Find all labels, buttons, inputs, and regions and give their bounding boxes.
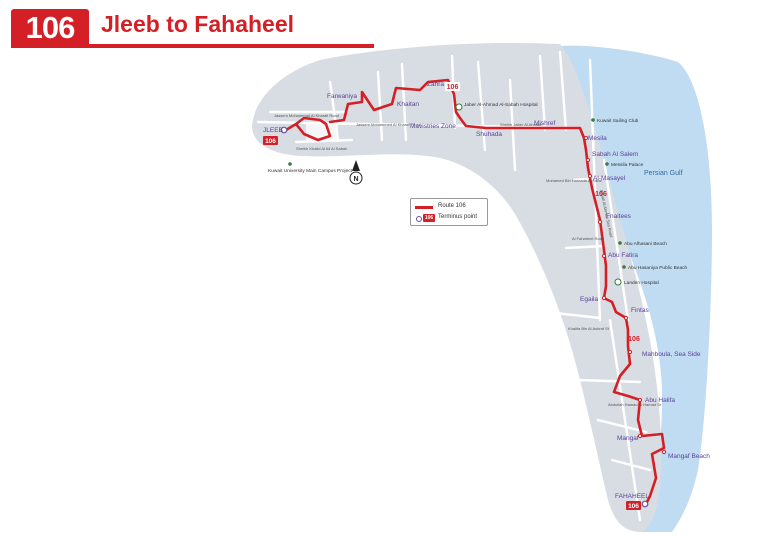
route-number-badge: 106 <box>11 9 89 47</box>
landmark-markers <box>288 103 626 286</box>
landmark-landen-hospital: Landen Hospital <box>624 280 659 286</box>
stop-fnaitees: Fnaitees <box>606 213 632 220</box>
stop-labels: Farwaniya Zahra Khaitan Mavistries Zone … <box>327 81 710 460</box>
road-label-1: Jassem Mohammad Al Kharafi Road <box>274 113 339 118</box>
legend-terminus-label: Terminus point <box>438 214 478 220</box>
route-title: Jleeb to Fahaheel <box>101 11 295 37</box>
landmark-jaber-hospital: Jaber Al-Ahmad Al-Sabah Hospital <box>464 102 538 108</box>
road-label-2: Jassem Mohammed Al Kharafi Road <box>356 122 421 127</box>
route-106-line[interactable] <box>284 78 666 506</box>
north-arrow-icon <box>352 160 360 171</box>
sailing-club-icon <box>591 118 595 122</box>
road-label-3: Sheikh Khalid Al Ali Al Sabah <box>296 146 347 151</box>
stop-mesila: Mesila <box>588 135 607 142</box>
stop-abu-halifa: Abu Halifa <box>645 397 675 404</box>
stop-mavistries-zone: Mavistries Zone <box>410 123 456 130</box>
landmark-labels: Jaber Al-Ahmad Al-Sabah Hospital Kuwait … <box>268 102 688 286</box>
road-label-7: Al Fahaheel Road <box>572 236 604 241</box>
stop-markers <box>583 135 667 455</box>
sea-area <box>560 45 712 532</box>
landmark-kuwait-university: Kuwait University Main Campus Project <box>268 168 353 174</box>
landen-hospital-icon <box>614 278 622 286</box>
terminus-badge-fahaheel <box>626 501 641 510</box>
map-legend: Route 106 106 Terminus point <box>410 198 488 226</box>
stop-shuhada: Shuhada <box>476 131 502 138</box>
terminus-badge-fahaheel-text: 106 <box>628 503 639 510</box>
route-badge-1: 106 <box>445 82 460 91</box>
stop-zahra: Zahra <box>427 81 444 88</box>
landmark-abu-alhasani-beach: Abu Alhasani Beach <box>624 241 667 247</box>
legend-terminus-badge: 106 <box>423 214 435 222</box>
road-label-9: Khalifa Bin Al Ashraf St <box>568 326 610 331</box>
stop-mangaf-beach: Mangaf Beach <box>668 453 710 460</box>
legend-terminus-dot <box>416 216 422 222</box>
hospital-icon <box>455 103 463 111</box>
landmark-sailing-club: Kuwait Sailing Club <box>597 118 639 124</box>
terminus-label-jleeb: JLEEB <box>263 127 283 134</box>
legend-route-label: Route 106 <box>438 203 466 209</box>
terminus-dot-fahaheel[interactable] <box>641 500 649 508</box>
stop-egaila: Egaila <box>580 296 598 303</box>
header: 106 Jleeb to Fahaheel <box>0 0 781 60</box>
route-badge-3: 106 <box>628 336 640 343</box>
stop-abu-fatira: Abu Fatira <box>608 252 638 259</box>
terminus-badge-jleeb <box>263 136 278 145</box>
stop-mishref: Mishref <box>534 120 556 127</box>
route-badge-2-text: 106 <box>595 191 607 198</box>
sea-label: Persian Gulf <box>644 170 683 177</box>
beach-icon <box>618 241 622 245</box>
stop-mangaf: Mangaf <box>617 435 639 442</box>
road-label-8: Abdullah Hamad Al Hamad St <box>608 402 662 407</box>
road-label-5: Mohamed Bin Hamada Al Kabir <box>546 178 602 183</box>
compass-label: N <box>353 176 358 183</box>
stop-farwaniya: Farwaniya <box>327 93 357 100</box>
public-beach-icon <box>622 265 626 269</box>
university-icon <box>288 162 292 166</box>
stop-fintas: Fintas <box>631 307 649 314</box>
terminus-dot-jleeb[interactable] <box>280 126 288 134</box>
route-badge-3-text: 106 <box>628 336 640 343</box>
road-label-4: Sheikh Jaber Al Ahmad <box>500 122 541 127</box>
land-area <box>252 42 662 533</box>
route-badge-1-text: 106 <box>447 84 459 91</box>
stop-khaitan: Khaitan <box>397 101 419 108</box>
title-underline <box>11 44 374 48</box>
compass-rose: N <box>349 160 363 185</box>
landmark-messila-palace: Messila Palace <box>611 162 644 168</box>
landmark-abu-hasaniya-beach: Abu Hasaniya Public Beach <box>628 265 688 271</box>
terminus-label-fahaheel: FAHAHEEL <box>615 493 649 500</box>
route-badge-2: 106 <box>595 191 607 198</box>
terminus-badge-jleeb-text: 106 <box>265 138 276 145</box>
stop-mahboula: Mahboula, Sea Side <box>642 351 701 358</box>
legend-route-swatch <box>415 206 433 209</box>
stop-al-masayel: Al-Masayel <box>593 175 626 182</box>
palace-icon <box>605 162 609 166</box>
stop-sabah-al-salem: Sabah Al Salem <box>592 151 638 158</box>
